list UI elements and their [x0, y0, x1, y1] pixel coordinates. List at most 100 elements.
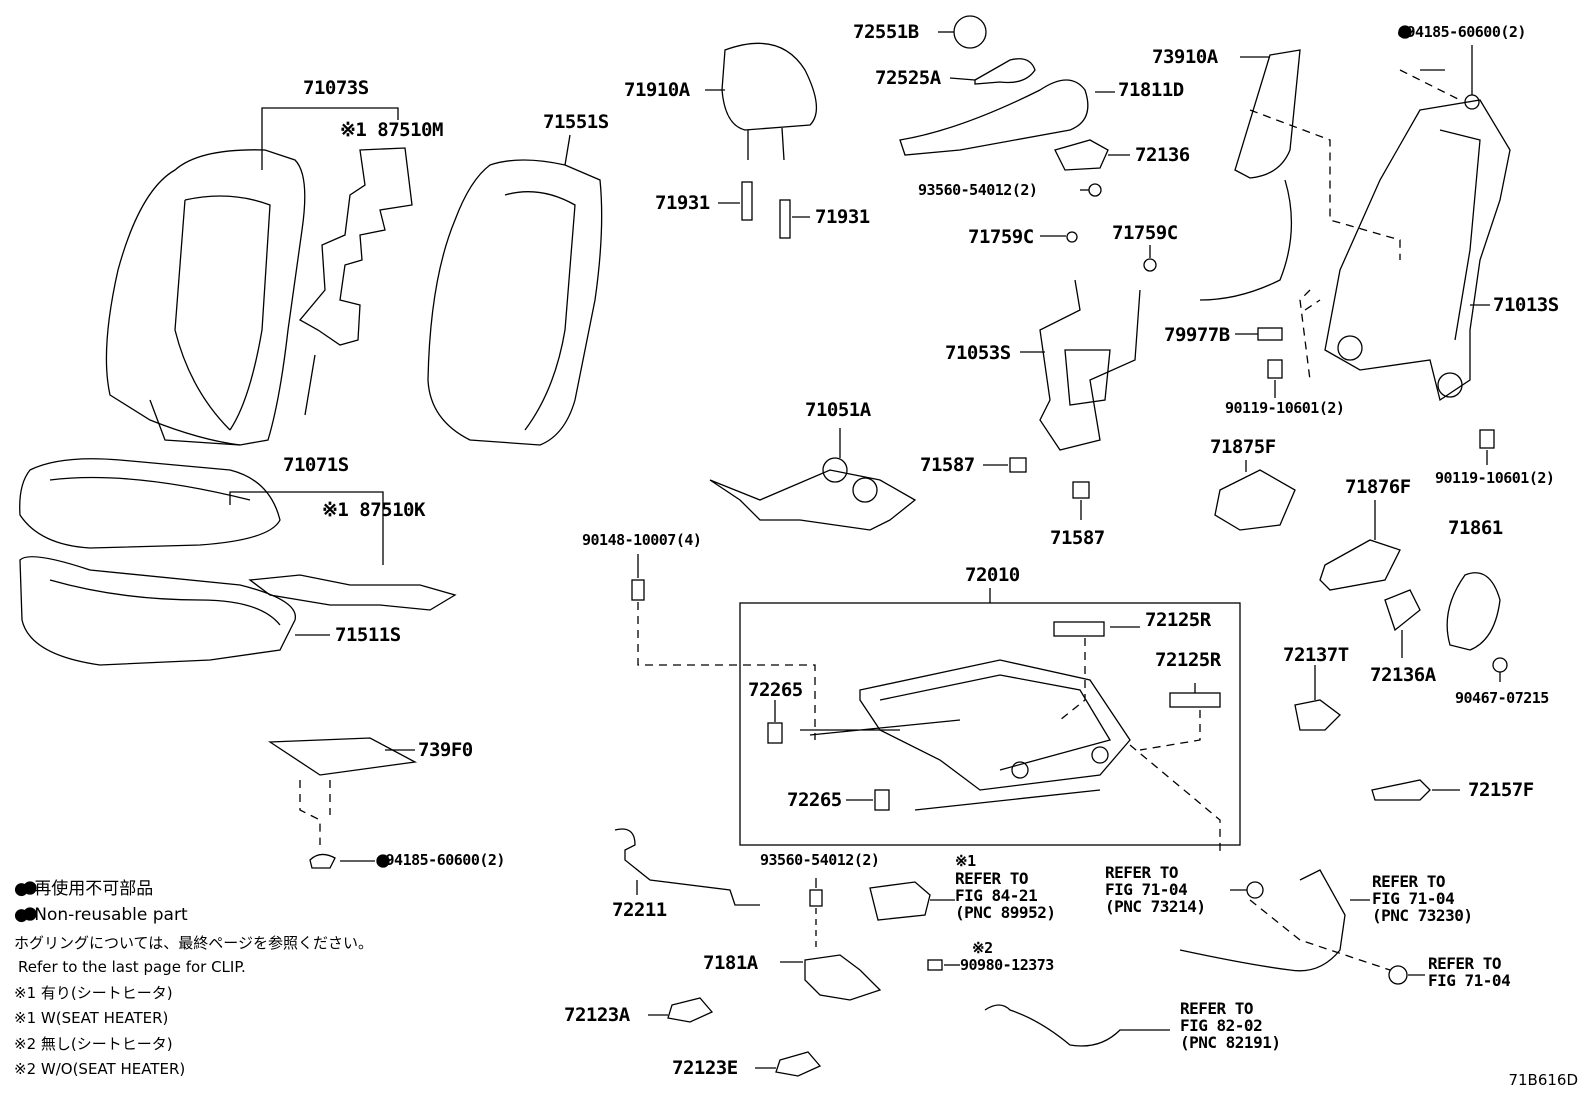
label-72265-b: 72265 — [787, 789, 842, 811]
leader-71073S — [261, 107, 399, 170]
seat-back-frame — [1324, 69, 1511, 402]
seat-back-cover — [105, 149, 306, 446]
label-94185-60600-bottom: ●94185-60600(2) — [377, 851, 505, 869]
label-72125R-a: 72125R — [1145, 609, 1211, 631]
clip-71587-a — [1009, 457, 1027, 473]
label-71013S: 71013S — [1493, 294, 1559, 316]
label-71051A: 71051A — [805, 399, 871, 421]
label-72010: 72010 — [965, 564, 1020, 586]
label-71910A: 71910A — [624, 79, 690, 101]
rod-72211 — [614, 828, 760, 906]
legend-dot-en — [23, 907, 37, 921]
mat-739F0 — [267, 737, 418, 776]
refer-line: (PNC 89952) — [955, 903, 1056, 922]
seat-track-frame — [800, 659, 1131, 811]
label-90467-07215: 90467-07215 — [1455, 689, 1549, 707]
refer-line: REFER TO — [1428, 954, 1502, 973]
label-71759C-b: 71759C — [1112, 222, 1178, 244]
label-72551B: 72551B — [853, 21, 919, 43]
bracket-72125R-a — [1053, 621, 1105, 637]
clip-90467 — [1492, 657, 1508, 673]
label-72265-a: 72265 — [748, 679, 803, 701]
label-93560-54012-top: 93560-54012(2) — [918, 181, 1038, 199]
cushion-heater — [248, 574, 457, 611]
legend-dot-jp — [23, 881, 37, 895]
clip-94185 — [309, 853, 336, 869]
label-71876F: 71876F — [1345, 476, 1411, 498]
label-71587-b: 71587 — [1050, 527, 1105, 549]
label-72525A: 72525A — [875, 67, 941, 89]
label-72125R-b: 72125R — [1155, 649, 1221, 671]
refer-line: (PNC 73214) — [1105, 897, 1206, 916]
legend-nonreusable-en: ● Non-reusable part — [14, 905, 188, 925]
cushion-frame-71051A — [709, 428, 917, 531]
label-71073S: 71073S — [303, 77, 369, 99]
refer-fig-71-04: REFER TO FIG 71-04 — [1428, 954, 1511, 990]
cover-71861 — [1446, 572, 1501, 651]
refer-line: REFER TO — [955, 869, 1029, 888]
leader-71071S — [229, 491, 384, 565]
label-93560-54012-bottom: 93560-54012(2) — [760, 851, 880, 869]
bracket-72136 — [1054, 139, 1130, 197]
label-94185-60600-top: ●94185-60600(2) — [1398, 23, 1526, 41]
label-71053S: 71053S — [945, 342, 1011, 364]
legend-clip-jp: ホグリングについては、最終ページを参照ください。 — [14, 934, 373, 952]
cover-72123A — [667, 997, 714, 1023]
recliner-covers — [899, 15, 1115, 156]
label-71071S: 71071S — [283, 454, 349, 476]
refer-line: REFER TO — [1105, 863, 1179, 882]
figure-id: 71B616D — [1508, 1071, 1578, 1089]
plug-90980 — [927, 959, 943, 971]
buckle-73230 — [1179, 869, 1346, 972]
legend-clip-en: Refer to the last page for CLIP. — [18, 958, 246, 976]
label-7181A: 7181A — [703, 952, 758, 974]
seat-cushion-cover — [19, 458, 296, 666]
label-71759C-a: 71759C — [968, 226, 1034, 248]
label-72136: 72136 — [1135, 144, 1190, 166]
refer-line: REFER TO — [1372, 872, 1446, 891]
lumbar-wire-assy — [1020, 231, 1157, 451]
label-72157F: 72157F — [1468, 779, 1534, 801]
legend-nonreusable-jp: ● 再使用不可部品 — [14, 879, 154, 899]
bolt-90119-b — [1479, 429, 1495, 449]
cover-72137T — [1294, 699, 1341, 731]
label-71861: 71861 — [1448, 517, 1503, 539]
bolt-93560 — [809, 889, 823, 907]
refer-line: REFER TO — [1180, 999, 1254, 1018]
module-89952 — [869, 881, 931, 921]
seat-back-heater — [298, 147, 413, 416]
refer-line: FIG 71-04 — [1372, 889, 1455, 908]
refer-line: FIG 82-02 — [1180, 1016, 1263, 1035]
refer-line: (PNC 82191) — [1180, 1033, 1281, 1052]
label-73910A: 73910A — [1152, 46, 1218, 68]
label-71587-a: 71587 — [920, 454, 975, 476]
nonreusable-dot — [1398, 25, 1412, 39]
lumbar-support — [1199, 49, 1301, 301]
bracket-72136A — [1384, 589, 1421, 632]
label-72123A: 72123A — [564, 1004, 630, 1026]
label-79977B — [1257, 327, 1283, 341]
label-79977B: 79977B — [1164, 324, 1230, 346]
refer-line: FIG 71-04 — [1428, 971, 1511, 990]
legend-wo-en: ※2 W/O(SEAT HEATER) — [14, 1060, 186, 1078]
headrest-guides — [718, 181, 810, 239]
legend-wo-jp: ※2 無し(シートヒータ) — [14, 1035, 173, 1053]
label-72123E: 72123E — [672, 1057, 738, 1079]
label-72136A: 72136A — [1370, 664, 1436, 686]
cover-71876F — [1319, 539, 1401, 591]
stopper-72265-a — [767, 722, 783, 744]
bolt-90148 — [631, 579, 645, 601]
clip-73214 — [1246, 881, 1264, 899]
label-71931-a: 71931 — [655, 192, 710, 214]
label-71551S: 71551S — [543, 111, 609, 133]
clip-71587-b — [1072, 481, 1090, 499]
legend-w-en: ※1 W(SEAT HEATER) — [14, 1009, 169, 1027]
label-71931-b: 71931 — [815, 206, 870, 228]
label-72211: 72211 — [612, 899, 667, 921]
bracket-72125R-b — [1169, 692, 1221, 708]
label-87510M: ※1 87510M — [340, 119, 443, 141]
label-71811D: 71811D — [1118, 79, 1184, 101]
label-739F0: 739F0 — [418, 739, 473, 761]
label-90980-12373: 90980-12373 — [960, 956, 1054, 974]
